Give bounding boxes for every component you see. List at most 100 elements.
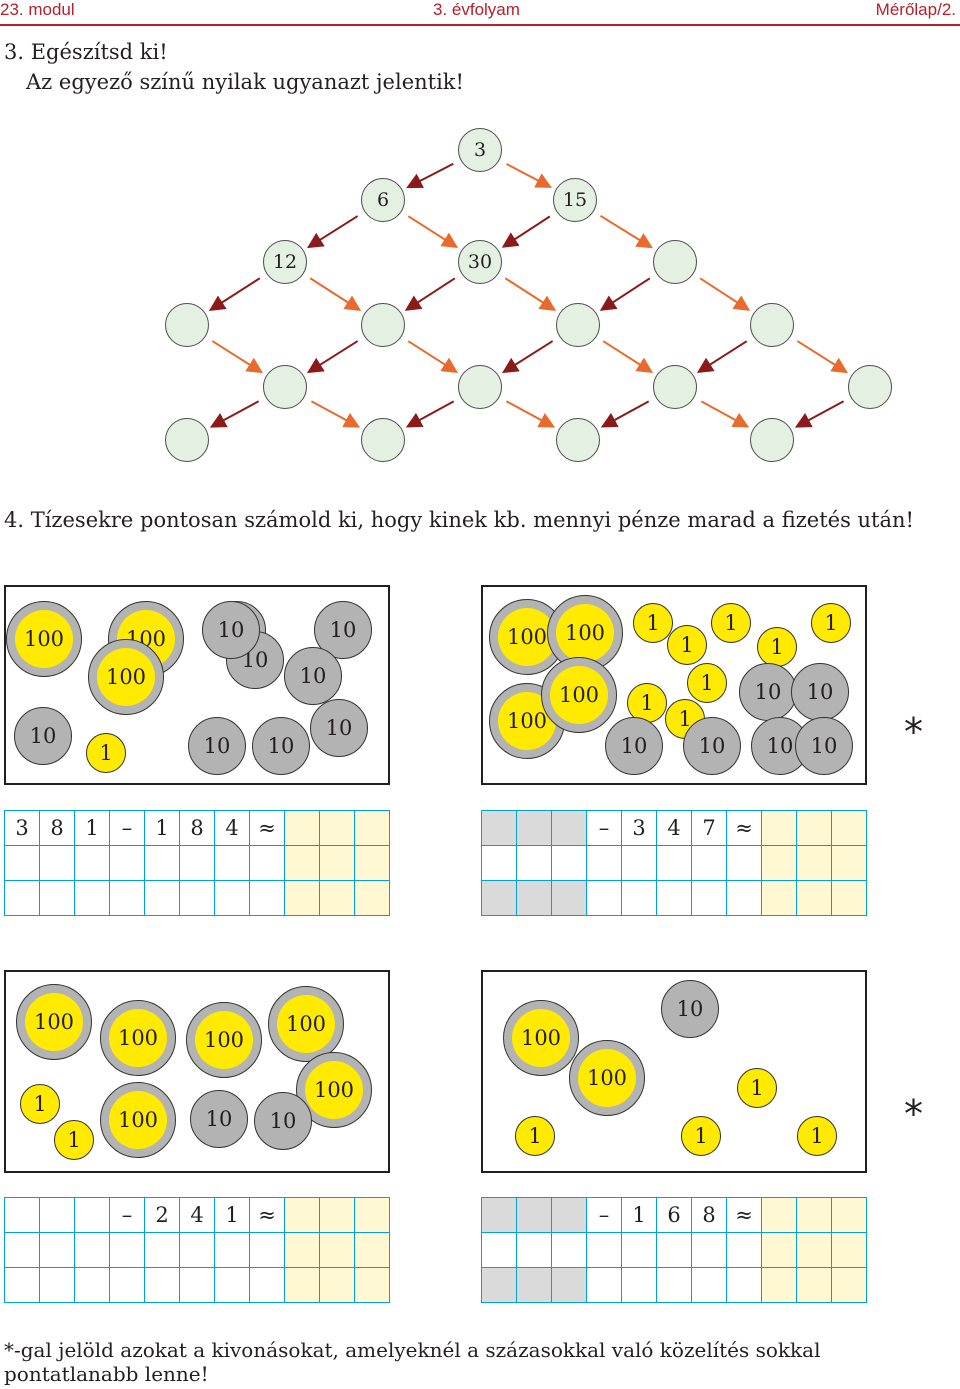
grid-cell[interactable] xyxy=(5,846,40,881)
grid-cell[interactable] xyxy=(355,1233,390,1268)
grid-cell[interactable] xyxy=(587,1268,622,1303)
grid-cell[interactable] xyxy=(762,1198,797,1233)
grid-cell[interactable] xyxy=(40,1268,75,1303)
grid-cell[interactable] xyxy=(797,811,832,846)
grid-cell[interactable] xyxy=(762,1233,797,1268)
grid-cell[interactable] xyxy=(215,846,250,881)
grid-cell[interactable] xyxy=(320,881,355,916)
grid-cell[interactable] xyxy=(75,881,110,916)
grid-cell[interactable] xyxy=(587,846,622,881)
grid-cell[interactable] xyxy=(832,1233,867,1268)
grid-cell[interactable] xyxy=(692,881,727,916)
grid-cell[interactable] xyxy=(552,846,587,881)
grid-cell[interactable] xyxy=(517,1233,552,1268)
grid-cell[interactable] xyxy=(552,1198,587,1233)
pyramid-node[interactable] xyxy=(458,365,502,409)
pyramid-node[interactable] xyxy=(165,303,209,347)
grid-cell[interactable] xyxy=(355,881,390,916)
grid-cell[interactable] xyxy=(110,846,145,881)
pyramid-node[interactable] xyxy=(556,418,600,462)
grid-cell[interactable] xyxy=(75,1233,110,1268)
grid-cell[interactable] xyxy=(727,1268,762,1303)
grid-cell[interactable] xyxy=(180,1233,215,1268)
grid-cell[interactable] xyxy=(250,846,285,881)
grid-cell[interactable] xyxy=(657,881,692,916)
grid-cell[interactable] xyxy=(797,1233,832,1268)
grid-cell[interactable] xyxy=(482,881,517,916)
pyramid-node[interactable] xyxy=(653,365,697,409)
grid-cell[interactable] xyxy=(692,846,727,881)
grid-cell[interactable] xyxy=(727,881,762,916)
grid-cell[interactable] xyxy=(797,1268,832,1303)
grid-cell[interactable] xyxy=(285,1233,320,1268)
grid-cell[interactable] xyxy=(482,1233,517,1268)
grid-cell[interactable] xyxy=(517,1268,552,1303)
grid-cell[interactable] xyxy=(285,846,320,881)
grid-cell[interactable] xyxy=(180,881,215,916)
grid-cell[interactable] xyxy=(40,1233,75,1268)
grid-cell[interactable] xyxy=(657,1233,692,1268)
grid-cell[interactable] xyxy=(40,846,75,881)
grid-cell[interactable] xyxy=(832,846,867,881)
grid-cell[interactable] xyxy=(832,811,867,846)
grid-cell[interactable] xyxy=(797,881,832,916)
grid-cell[interactable] xyxy=(587,1233,622,1268)
grid-cell[interactable] xyxy=(5,1268,40,1303)
grid-cell[interactable] xyxy=(250,1233,285,1268)
grid-cell[interactable] xyxy=(40,881,75,916)
pyramid-node[interactable] xyxy=(361,303,405,347)
pyramid-node[interactable] xyxy=(750,418,794,462)
grid-cell[interactable] xyxy=(320,1268,355,1303)
grid-cell[interactable] xyxy=(5,881,40,916)
grid-cell[interactable] xyxy=(180,846,215,881)
pyramid-node[interactable] xyxy=(653,240,697,284)
grid-cell[interactable] xyxy=(622,881,657,916)
grid-cell[interactable] xyxy=(482,811,517,846)
grid-cell[interactable] xyxy=(517,1198,552,1233)
grid-cell[interactable] xyxy=(110,1268,145,1303)
pyramid-node[interactable] xyxy=(556,303,600,347)
grid-cell[interactable] xyxy=(285,811,320,846)
grid-cell[interactable] xyxy=(145,846,180,881)
grid-cell[interactable] xyxy=(215,1233,250,1268)
grid-cell[interactable] xyxy=(622,846,657,881)
grid-cell[interactable] xyxy=(75,846,110,881)
grid-cell[interactable] xyxy=(517,881,552,916)
grid-cell[interactable] xyxy=(145,881,180,916)
grid-cell[interactable] xyxy=(355,811,390,846)
grid-cell[interactable] xyxy=(832,1268,867,1303)
grid-cell[interactable] xyxy=(285,881,320,916)
grid-cell[interactable] xyxy=(355,1268,390,1303)
grid-cell[interactable] xyxy=(355,846,390,881)
grid-cell[interactable] xyxy=(692,1268,727,1303)
grid-cell[interactable] xyxy=(762,881,797,916)
grid-cell[interactable] xyxy=(5,1198,40,1233)
grid-cell[interactable] xyxy=(552,811,587,846)
grid-cell[interactable] xyxy=(110,881,145,916)
grid-cell[interactable] xyxy=(797,1198,832,1233)
grid-cell[interactable] xyxy=(517,846,552,881)
grid-cell[interactable] xyxy=(145,1233,180,1268)
grid-cell[interactable] xyxy=(482,846,517,881)
grid-cell[interactable] xyxy=(215,1268,250,1303)
grid-cell[interactable] xyxy=(250,1268,285,1303)
grid-cell[interactable] xyxy=(355,1198,390,1233)
grid-cell[interactable] xyxy=(552,881,587,916)
grid-cell[interactable] xyxy=(657,846,692,881)
grid-cell[interactable] xyxy=(40,1198,75,1233)
grid-cell[interactable] xyxy=(762,811,797,846)
grid-cell[interactable] xyxy=(622,1268,657,1303)
grid-cell[interactable] xyxy=(762,846,797,881)
grid-cell[interactable] xyxy=(832,1198,867,1233)
grid-cell[interactable] xyxy=(285,1198,320,1233)
grid-cell[interactable] xyxy=(587,881,622,916)
grid-cell[interactable] xyxy=(75,1268,110,1303)
grid-cell[interactable] xyxy=(482,1198,517,1233)
grid-cell[interactable] xyxy=(482,1268,517,1303)
grid-cell[interactable] xyxy=(75,1198,110,1233)
grid-cell[interactable] xyxy=(285,1268,320,1303)
grid-cell[interactable] xyxy=(727,1233,762,1268)
grid-cell[interactable] xyxy=(320,1233,355,1268)
pyramid-node[interactable] xyxy=(165,418,209,462)
grid-cell[interactable] xyxy=(622,1233,657,1268)
